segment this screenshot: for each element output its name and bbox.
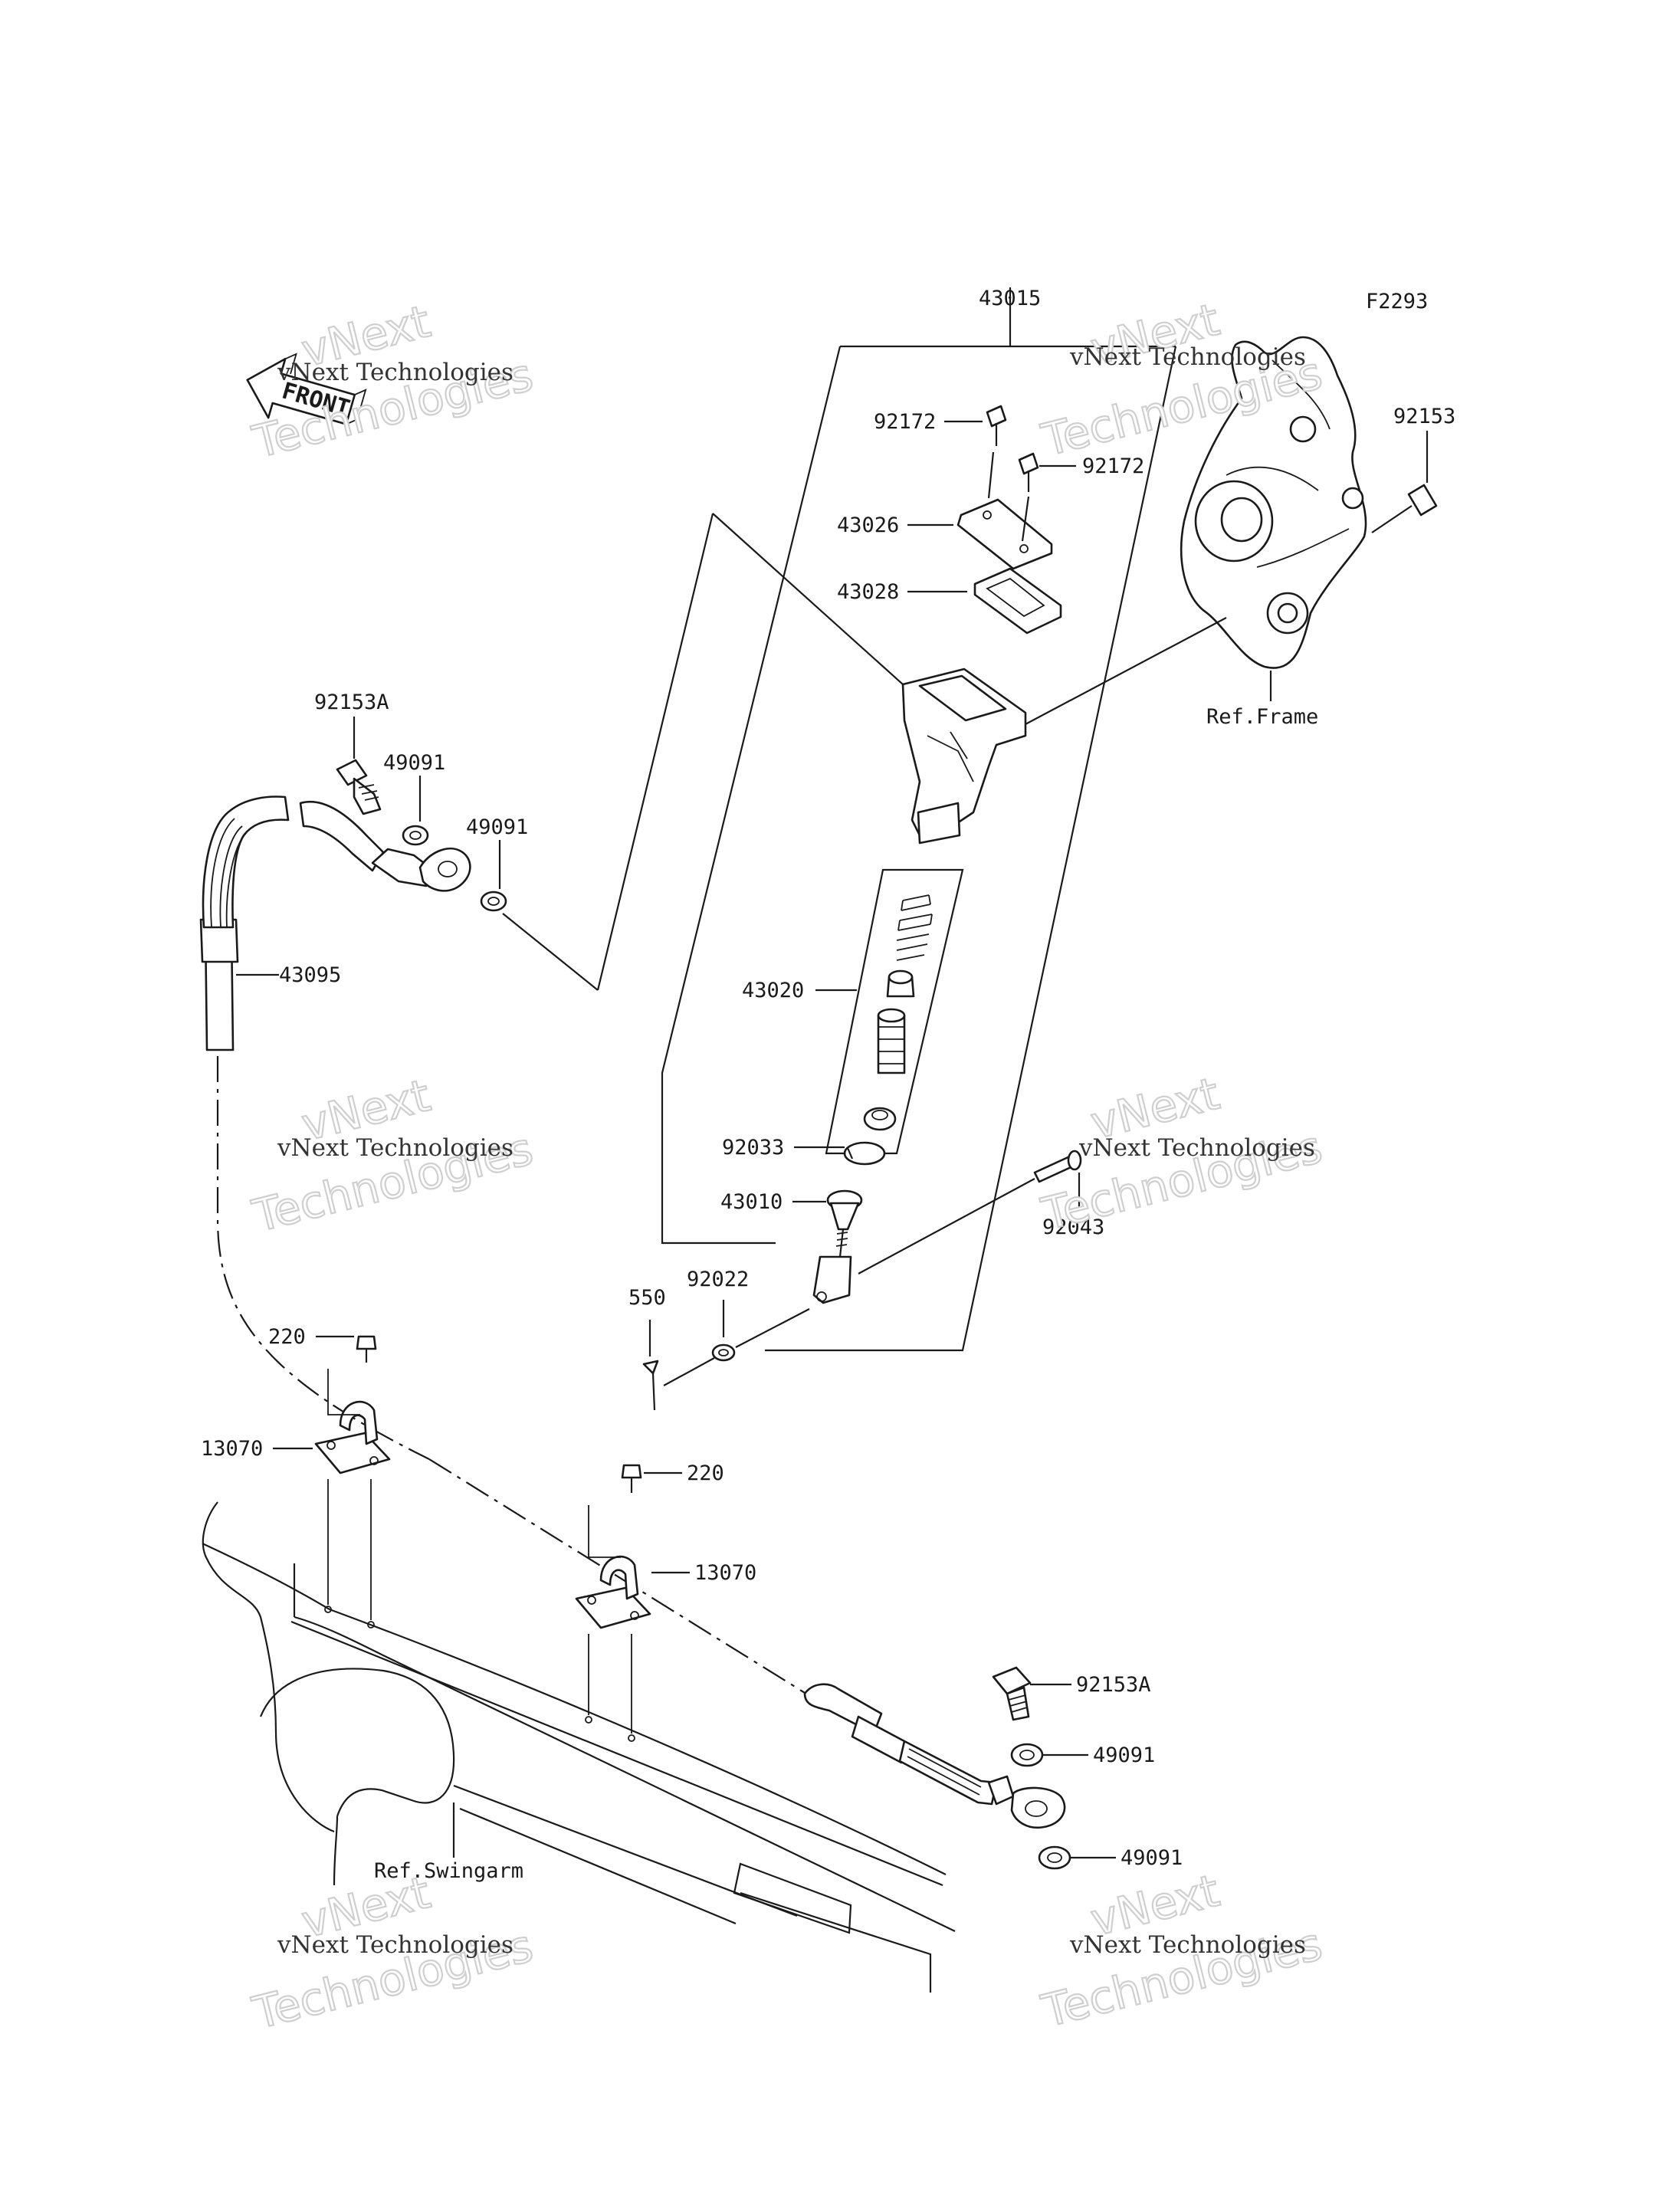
label-92153A-top: 92153A — [314, 690, 389, 714]
washer-49091-d — [1038, 1845, 1071, 1870]
assembly-43015-outline — [661, 287, 1177, 1352]
label-43015: 43015 — [979, 287, 1041, 310]
ref-swingarm-label: Ref.Swingarm — [374, 1859, 523, 1883]
label-92022: 92022 — [687, 1268, 749, 1291]
svg-text:vNext Technologies: vNext Technologies — [277, 1134, 514, 1162]
banjo-bolt-92153A-top — [336, 759, 382, 815]
piston-cup — [886, 969, 915, 998]
label-13070-a: 13070 — [201, 1437, 263, 1461]
clutch-hose-lower-end — [803, 1683, 1066, 1829]
label-92172-a: 92172 — [874, 410, 936, 434]
clamp-13070-left — [314, 1400, 391, 1474]
screw-92172-left — [986, 405, 1007, 446]
label-43010: 43010 — [720, 1190, 783, 1214]
svg-text:vNext Technologies: vNext Technologies — [277, 1931, 514, 1959]
label-43020: 43020 — [742, 979, 804, 1002]
ref-frame-label: Ref.Frame — [1206, 705, 1318, 729]
washer-49091-a — [402, 825, 429, 846]
clutch-hose-43095 — [199, 795, 471, 1051]
label-49091-b: 49091 — [466, 815, 528, 839]
diaphragm-43028 — [973, 567, 1062, 635]
washer-49091-b — [480, 891, 507, 912]
label-92153A-bottom: 92153A — [1076, 1673, 1151, 1697]
bolt-220-left — [356, 1335, 377, 1363]
watermark-middle-right: vNext Technologies vNext Technologies — [1035, 1067, 1327, 1242]
label-13070-b: 13070 — [694, 1561, 756, 1585]
pushrod-43010 — [812, 1189, 863, 1304]
bolt-220-right — [621, 1464, 642, 1493]
label-43095: 43095 — [279, 963, 341, 987]
cotter-pin-550 — [642, 1360, 659, 1411]
piston-kit-43020-box — [825, 868, 964, 1155]
reservoir-cap-43026 — [956, 498, 1053, 570]
master-cylinder-body — [901, 668, 1027, 845]
svg-text:vNext Technologies: vNext Technologies — [1078, 1134, 1315, 1162]
label-220-b: 220 — [687, 1461, 724, 1485]
label-92043: 92043 — [1042, 1215, 1104, 1239]
label-49091-c: 49091 — [1093, 1743, 1155, 1767]
piston — [877, 1008, 906, 1074]
washer-49091-c — [1010, 1743, 1044, 1767]
bolt-92153 — [1371, 484, 1438, 533]
banjo-bolt-92153A-bottom — [992, 1666, 1032, 1721]
piston-secondary-cup — [863, 1107, 897, 1131]
label-49091-a: 49091 — [383, 751, 445, 775]
label-550: 550 — [628, 1286, 666, 1310]
label-43026: 43026 — [837, 513, 899, 537]
label-220-a: 220 — [268, 1325, 306, 1349]
piston-spring — [896, 894, 933, 961]
label-92172-b: 92172 — [1082, 454, 1144, 478]
swingarm — [202, 1501, 956, 1993]
svg-text:vNext Technologies: vNext Technologies — [277, 359, 514, 386]
washer-92022 — [711, 1343, 736, 1362]
watermark-bottom-right: vNext Technologies vNext Technologies — [1035, 1864, 1327, 2039]
frame-bracket — [1180, 336, 1367, 669]
watermark-middle-left: vNext Technologies vNext Technologies — [247, 1068, 539, 1243]
label-49091-d: 49091 — [1121, 1846, 1183, 1870]
pin-92043 — [1033, 1150, 1082, 1183]
diagram-id: F2293 — [1366, 290, 1428, 313]
circlip-92033 — [843, 1141, 886, 1166]
label-92153: 92153 — [1393, 405, 1455, 428]
svg-text:vNext Technologies: vNext Technologies — [1069, 343, 1306, 371]
label-92033: 92033 — [722, 1136, 784, 1160]
clamp-13070-right — [575, 1555, 651, 1629]
svg-text:vNext Technologies: vNext Technologies — [1069, 1931, 1306, 1959]
label-43028: 43028 — [837, 580, 899, 604]
screw-92172-right — [1018, 452, 1039, 492]
